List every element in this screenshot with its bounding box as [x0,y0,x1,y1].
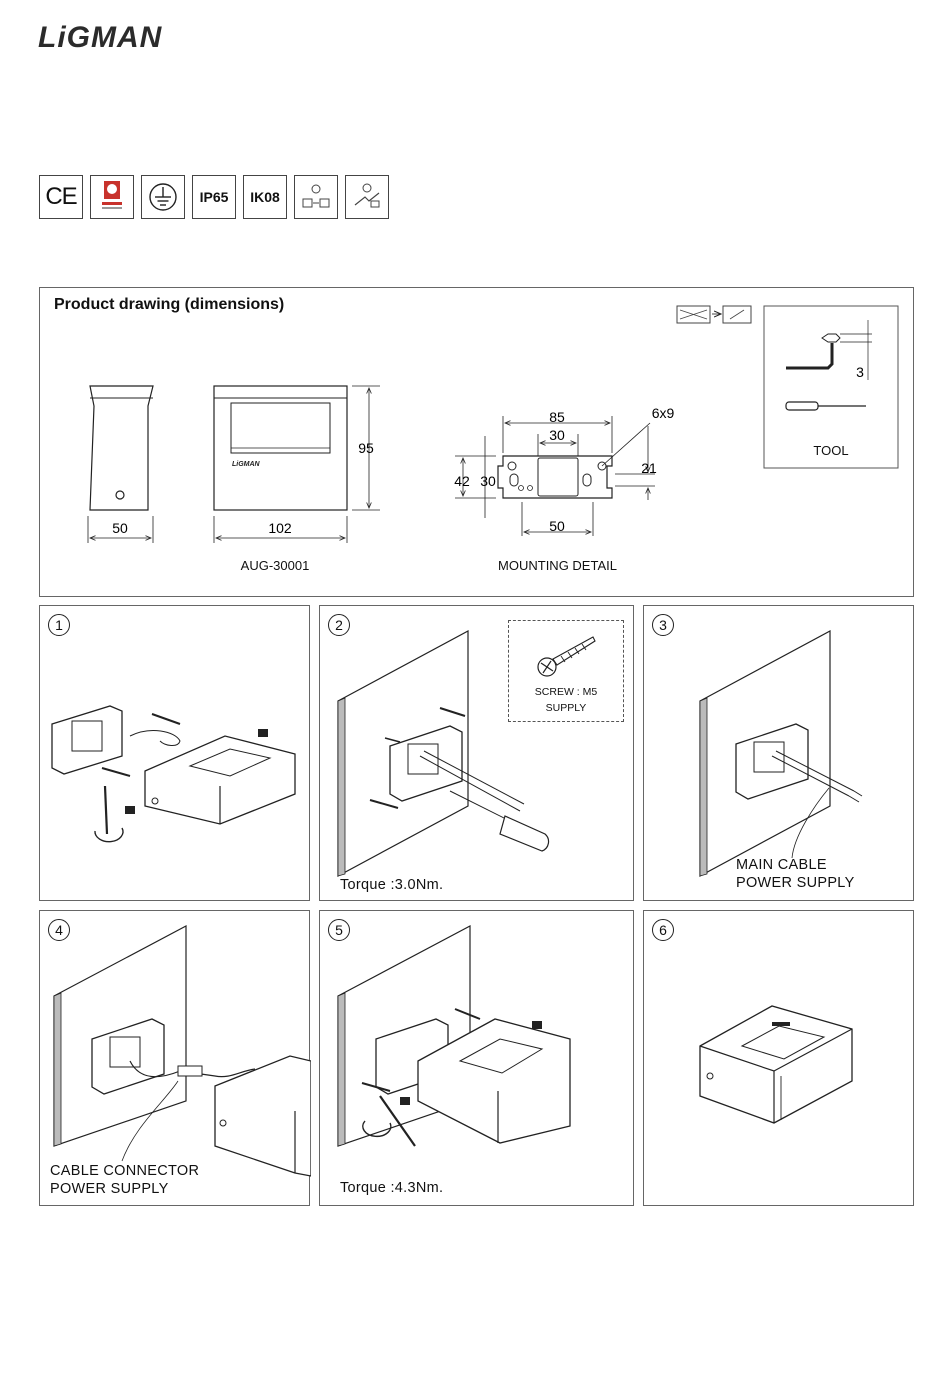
screw-callout: SCREW : M5 SUPPLY [508,620,624,722]
screw-spec-line1: SCREW : M5 [509,686,623,698]
step-1-panel: 1 [39,605,310,901]
screw-spec-line2: SUPPLY [509,702,623,714]
step-1-illustration [40,606,311,902]
ik08-badge: IK08 [243,175,287,219]
step-5-illustration [320,911,635,1207]
dim-mount-height: 42 [454,473,470,489]
main-cable-line1: MAIN CABLE [736,856,827,874]
tool-label: TOOL [764,443,898,458]
ligman-logo: LiGMAN [38,20,228,52]
certification-badges: CE IP65 IK08 [39,175,389,219]
torque-text: Torque :3.0Nm. [340,876,443,894]
connector-line2: POWER SUPPLY [50,1180,169,1198]
dim-mount-inner-width: 30 [549,427,565,443]
screw-icon [533,629,603,679]
dim-offset: 21 [641,460,657,476]
torque-text: Torque :4.3Nm. [340,1179,443,1197]
installation-icon [294,175,338,219]
dim-side-width: 50 [112,520,128,536]
step-6-panel: 6 [643,910,914,1206]
main-cable-line2: POWER SUPPLY [736,874,855,892]
product-drawing-panel: Product drawing (dimensions) LiGMAN [39,287,914,597]
dim-mount-width: 85 [549,409,565,425]
ip65-badge: IP65 [192,175,236,219]
earth-ground-icon [141,175,185,219]
step-2-panel: 2 SCREW : M5 SUPPLY Torque :3.0Nm. [319,605,634,901]
dim-mount-inner-height: 30 [480,473,496,489]
front-view-drawing: LiGMAN [214,386,380,543]
step-3-panel: 3 MAIN CABLE POWER SUPPLY [643,605,914,901]
step-4-panel: 4 CABLE CONNECTOR POWER SUPPLY [39,910,310,1206]
step-6-illustration [644,911,915,1207]
dim-slot: 6x9 [652,405,675,421]
front-logo-text: LiGMAN [232,461,261,468]
connector-line1: CABLE CONNECTOR [50,1162,199,1180]
surface-mount-icon [677,306,751,323]
model-label: AUG-30001 [215,558,335,573]
quality-seal-icon [90,175,134,219]
logo-text: LiGMAN [38,21,163,52]
step-5-panel: 5 Torque :4.3Nm. [319,910,634,1206]
dim-height: 95 [358,440,374,456]
handling-icon [345,175,389,219]
dim-mount-bottom-width: 50 [549,518,565,534]
ce-mark-icon: CE [39,175,83,219]
dim-hex-size: 3 [856,364,864,380]
mounting-detail-label: MOUNTING DETAIL [480,558,635,573]
dim-front-width: 102 [268,520,292,536]
